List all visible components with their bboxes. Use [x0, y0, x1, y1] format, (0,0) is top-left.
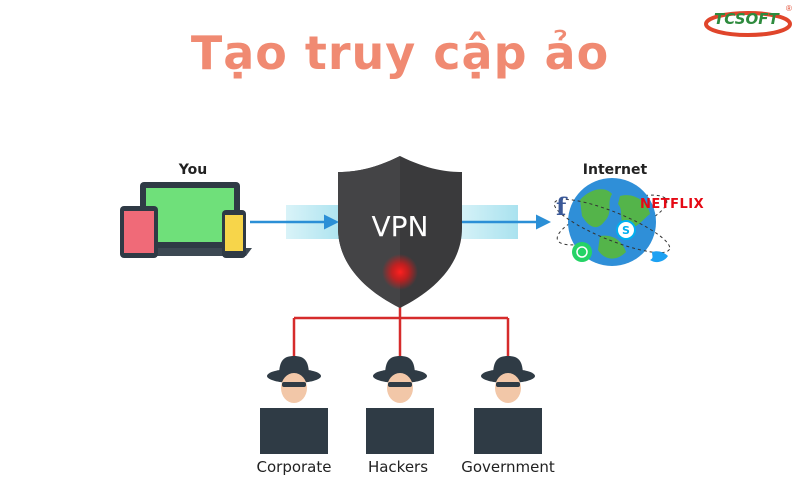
brand-reg-mark: ®: [786, 4, 792, 13]
vpn-label: VPN: [371, 210, 429, 243]
corporate-label: Corporate: [256, 458, 332, 476]
page-title: Tạo truy cập ảo: [190, 26, 610, 80]
netflix-logo: NETFLIX: [640, 197, 705, 212]
svg-text:S: S: [622, 224, 630, 237]
logo-swoosh-icon: [704, 11, 792, 37]
laptop-icon: [128, 182, 252, 256]
twitter-icon: [650, 251, 668, 263]
internet-label: Internet: [582, 162, 648, 178]
vpn-shield-icon: [338, 156, 462, 308]
hackers-label: Hackers: [367, 458, 429, 476]
tablet-icon: [120, 206, 158, 258]
brand-name: TCSOFT: [714, 10, 779, 28]
spy-icon: [366, 356, 434, 454]
you-label: You: [178, 162, 208, 178]
government-label: Government: [461, 458, 555, 476]
skype-icon: S: [616, 220, 636, 240]
phone-icon: [222, 210, 246, 258]
globe-icon: [553, 178, 671, 266]
facebook-icon: f: [556, 192, 567, 221]
spy-icon: [474, 356, 542, 454]
tcsoft-logo: TCSOFT ®: [700, 4, 796, 44]
spy-icon: [260, 356, 328, 454]
whatsapp-icon: [572, 242, 592, 262]
